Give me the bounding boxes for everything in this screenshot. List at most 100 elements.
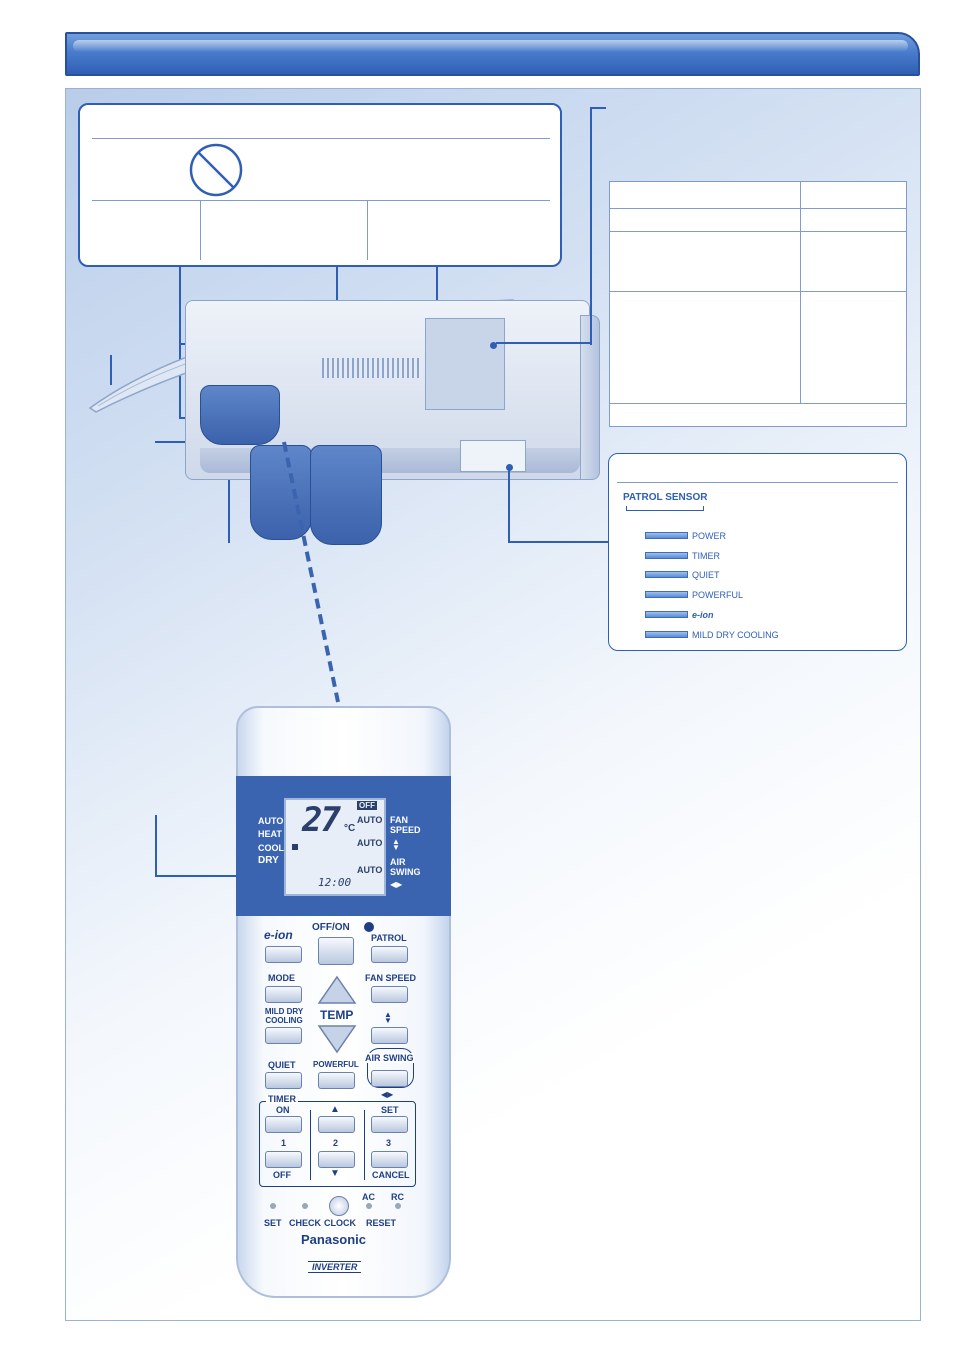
leader-dot-1	[490, 342, 497, 349]
set-button-dot[interactable]	[270, 1203, 276, 1209]
patrol-sensor-bracket	[626, 506, 704, 511]
fan-speed-updown-icon: ▲▼	[392, 837, 400, 852]
inverter-logo: INVERTER	[308, 1261, 362, 1273]
timer-frame	[259, 1101, 416, 1187]
timer-cancel-button[interactable]	[371, 1151, 408, 1168]
mode-auto: AUTO	[258, 816, 284, 826]
lcd-unit: °C	[344, 823, 356, 834]
indicator-mild-dry-cooling-label: MILD DRY COOLING	[692, 630, 779, 640]
reset-label: RESET	[366, 1218, 397, 1228]
air-filter-left-installed	[200, 385, 280, 445]
table-column-line	[800, 182, 801, 403]
air-swing-leftright-icon: ◀▶	[390, 880, 403, 889]
timer-divider-left	[310, 1110, 311, 1180]
check-label: CHECK	[289, 1218, 322, 1228]
indicator-window	[460, 440, 526, 472]
indicator-power-bar	[645, 532, 688, 539]
ac-reset-dot[interactable]	[366, 1203, 372, 1209]
unit-grille	[322, 358, 422, 378]
timer-set-button[interactable]	[371, 1116, 408, 1133]
timer-down-button[interactable]	[318, 1151, 355, 1168]
eion-button[interactable]	[265, 946, 302, 963]
timer-3-label: 3	[386, 1138, 392, 1148]
indicator-timer-bar	[645, 552, 688, 559]
indicator-panel: PATROL SENSOR POWER TIMER QUIET POWERFUL…	[608, 453, 907, 651]
indicator-powerful-label: POWERFUL	[692, 590, 744, 600]
mild-dry-cooling-label: MILD DRY COOLING	[264, 1007, 304, 1025]
lcd-clock: 12:00	[318, 876, 352, 889]
header-bar	[65, 32, 920, 76]
air-swing-label: AIR SWING	[390, 857, 421, 877]
offon-button-label: OFF/ON	[312, 922, 350, 933]
mild-dry-cooling-button[interactable]	[265, 1027, 302, 1044]
callout-divider-top	[92, 138, 550, 139]
timer-on-label: ON	[276, 1105, 290, 1115]
leader-dot-2	[506, 464, 513, 471]
indicator-mild-dry-cooling-bar	[645, 631, 688, 638]
timer-divider-right	[364, 1110, 365, 1180]
clock-button[interactable]	[329, 1196, 349, 1216]
power-icon	[364, 922, 374, 932]
timer-up-button[interactable]	[318, 1116, 355, 1133]
air-swing-bracket	[367, 1048, 414, 1088]
timer-off-label: OFF	[273, 1170, 291, 1180]
quiet-button[interactable]	[265, 1072, 302, 1089]
clock-label: CLOCK	[324, 1218, 356, 1228]
air-swing-leftright-button[interactable]	[371, 1070, 408, 1087]
eion-button-label: e-ion	[264, 928, 293, 942]
fan-speed-label: FAN SPEED	[390, 815, 421, 835]
air-swing-updown-button[interactable]	[371, 1027, 408, 1044]
lcd-fan-auto: AUTO	[357, 815, 383, 825]
remote-lcd	[284, 798, 386, 896]
timer-up-icon: ▲	[330, 1104, 340, 1115]
leader-to-table	[590, 107, 606, 345]
patrol-button[interactable]	[371, 946, 408, 963]
set-label: SET	[264, 1218, 282, 1228]
table-row-line-3	[610, 291, 906, 292]
timer-set-label: SET	[381, 1105, 399, 1115]
temp-up-button[interactable]	[317, 975, 357, 1005]
powerful-button[interactable]	[318, 1072, 355, 1089]
offon-button[interactable]	[318, 937, 354, 965]
filter-warning-callout	[78, 103, 562, 267]
fan-speed-button[interactable]	[371, 986, 408, 1003]
leader-to-table-h	[496, 342, 591, 345]
powerful-button-label: POWERFUL	[313, 1060, 359, 1069]
indicator-powerful-bar	[645, 591, 688, 598]
patrol-sensor-label: PATROL SENSOR	[623, 492, 708, 503]
timer-cancel-label: CANCEL	[372, 1170, 410, 1180]
check-button-dot[interactable]	[302, 1203, 308, 1209]
callout-divider-mid	[92, 200, 550, 201]
callout-column-divider-2	[367, 200, 368, 260]
table-row-line-1	[610, 208, 906, 209]
mode-button[interactable]	[265, 986, 302, 1003]
timer-title: TIMER	[266, 1094, 298, 1104]
rc-reset-dot[interactable]	[395, 1203, 401, 1209]
signal-dashed-line	[282, 441, 340, 703]
prohibited-icon	[189, 143, 243, 197]
leader-front-panel	[110, 355, 113, 385]
mode-heat: HEAT	[258, 829, 282, 839]
lcd-swing-auto: AUTO	[357, 865, 383, 875]
indicator-eion-label: e-ion	[692, 610, 714, 620]
mode-dry: DRY	[258, 855, 279, 866]
mode-cool: COOL	[258, 843, 284, 853]
table-row-line-4	[610, 403, 906, 404]
timer-off-button[interactable]	[265, 1151, 302, 1168]
brand-logo: Panasonic	[301, 1232, 367, 1247]
indicator-quiet-bar	[645, 571, 688, 578]
callout-column-divider-1	[200, 200, 201, 260]
indicator-quiet-label: QUIET	[692, 570, 720, 580]
ac-label: AC	[362, 1192, 375, 1202]
air-swing-button-label: AIR SWING	[365, 1053, 414, 1063]
lcd-off-badge: OFF	[357, 801, 377, 810]
temp-down-button[interactable]	[317, 1024, 357, 1054]
timer-down-icon: ▼	[330, 1168, 340, 1179]
leader-to-indicator	[508, 470, 610, 543]
unit-inner-frame	[425, 318, 505, 410]
table-row-line-2	[610, 231, 906, 232]
timer-on-button[interactable]	[265, 1116, 302, 1133]
timer-1-label: 1	[281, 1138, 287, 1148]
fan-speed-button-label: FAN SPEED	[365, 973, 417, 983]
leader-outlet	[228, 475, 231, 543]
